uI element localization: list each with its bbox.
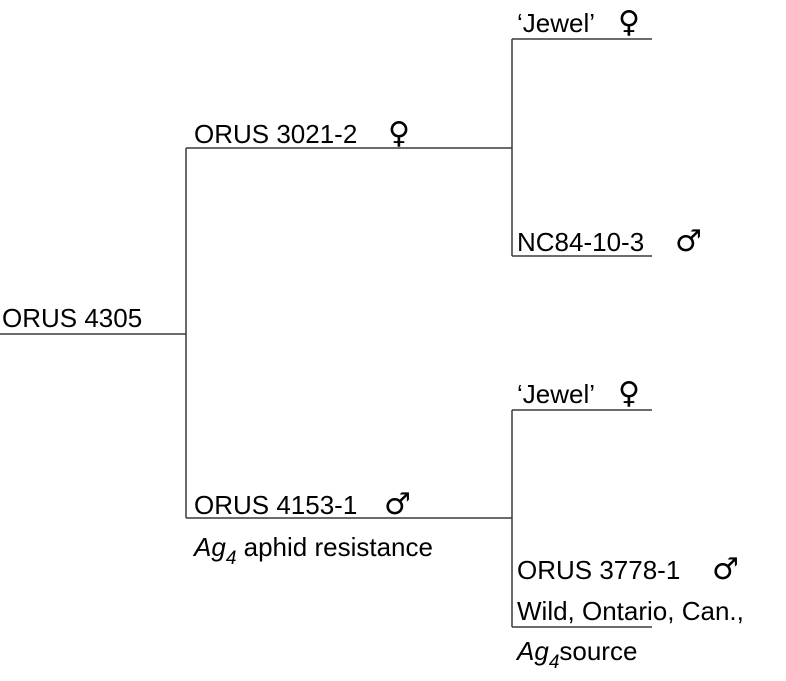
gene-italic: Ag — [192, 532, 226, 562]
female-icon: ♀ — [388, 116, 410, 151]
female-icon: ♀ — [618, 376, 640, 411]
male-icon: ♂ — [712, 552, 739, 587]
gene-subscript: 4 — [549, 652, 560, 673]
gene-subscript: 4 — [226, 548, 237, 569]
parent-1-label: ORUS 3021-2 — [194, 119, 357, 149]
gene-italic: Ag — [515, 636, 549, 666]
male-icon: ♂ — [675, 224, 702, 259]
grandparent-3-label: ‘Jewel’ — [517, 379, 595, 409]
gene-note-text: aphid resistance — [236, 532, 433, 562]
parent-2-label: ORUS 4153-1 — [194, 490, 357, 520]
grandparent-4-note-1: Wild, Ontario, Can., — [517, 596, 744, 626]
grandparent-4-label: ORUS 3778-1 — [517, 555, 680, 585]
grandparent-1-label: ‘Jewel’ — [517, 8, 595, 38]
male-icon: ♂ — [384, 487, 411, 522]
connector-lines — [0, 38, 652, 628]
grandparent-4-note-2: Ag4source — [515, 636, 637, 673]
root-label: ORUS 4305 — [2, 303, 142, 333]
gene-note-text: source — [559, 636, 637, 666]
female-icon: ♀ — [618, 5, 640, 40]
parent-2-note: Ag4 aphid resistance — [192, 532, 433, 569]
grandparent-2-label: NC84-10-3 — [517, 227, 644, 257]
